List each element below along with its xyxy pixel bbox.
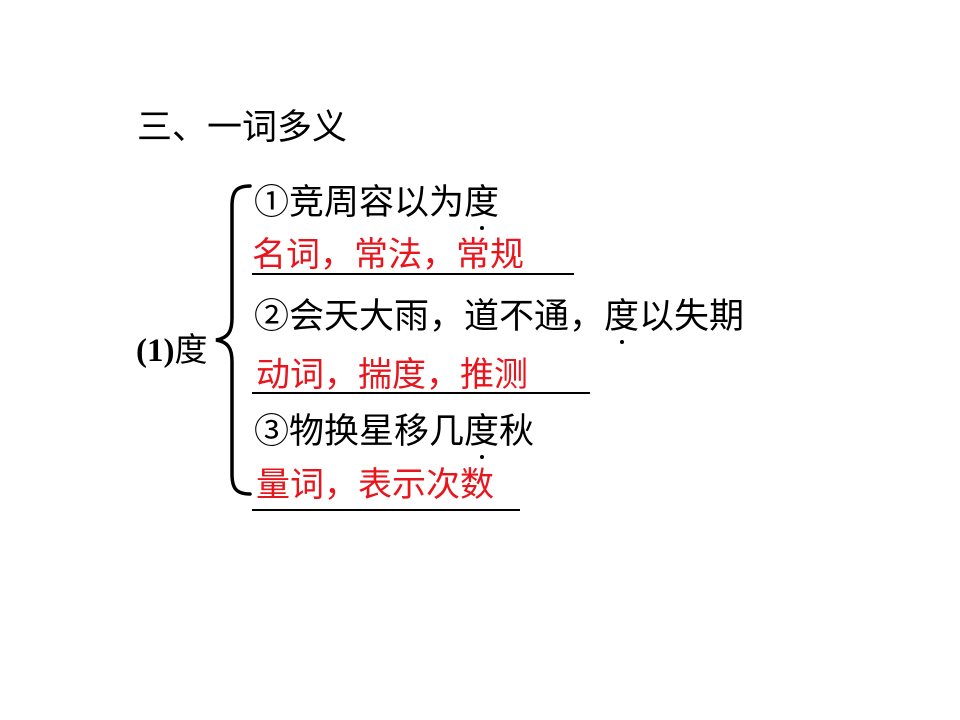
term-label: (1)度 — [136, 328, 207, 373]
sense-1-text-before: ①竞周容以为 — [254, 183, 465, 223]
sense-2-key-char: 度 — [604, 297, 640, 344]
sense-2-text-after: 以失期 — [639, 297, 745, 337]
sense-2-text-before: ②会天大雨，道不通， — [254, 297, 605, 337]
sense-2-answer: 动词，揣度，推测 — [256, 355, 528, 395]
sense-3-answer-underline — [252, 509, 520, 511]
sense-3-text-before: ③物换星移几 — [254, 412, 465, 452]
sense-1-key-char: 度 — [464, 183, 500, 230]
section-heading: 三、一词多义 — [137, 108, 348, 148]
sense-2-sentence: ②会天大雨，道不通，度以失期 — [254, 295, 745, 344]
sense-1-answer: 名词，常法，常规 — [252, 235, 524, 275]
sense-2-answer-underline — [252, 392, 590, 394]
curly-brace — [215, 184, 252, 496]
term-number: (1) — [136, 333, 175, 369]
sense-3-sentence: ③物换星移几度秋 — [254, 410, 535, 459]
term-word: 度 — [174, 330, 208, 369]
sense-1-sentence: ①竞周容以为度 — [254, 181, 500, 230]
sense-3-answer: 量词，表示次数 — [256, 465, 494, 505]
sense-3-key-char: 度 — [464, 412, 500, 459]
sense-1-answer-underline — [252, 273, 574, 275]
sense-3-text-after: 秋 — [499, 412, 535, 452]
